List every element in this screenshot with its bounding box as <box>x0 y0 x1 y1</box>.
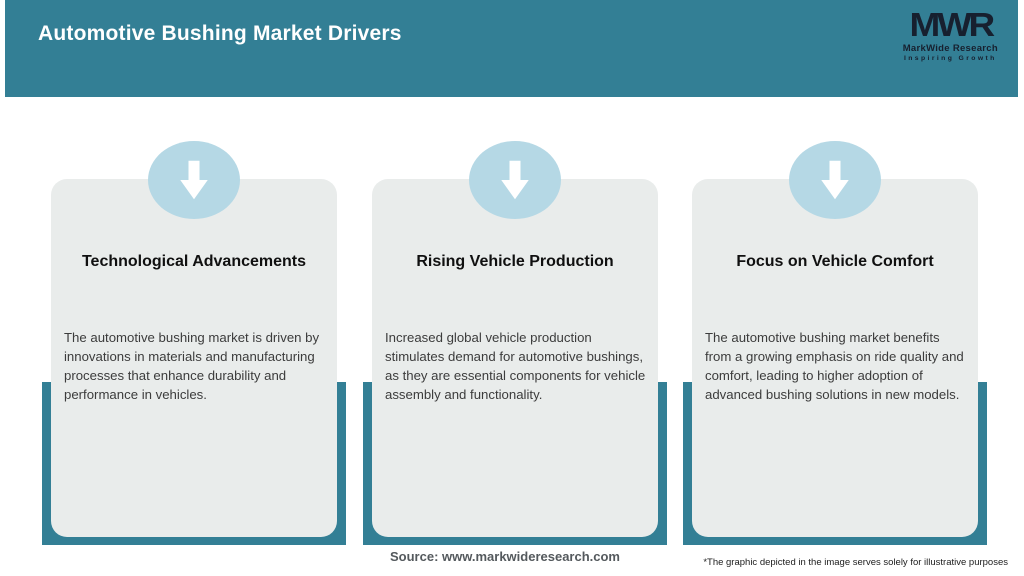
down-arrow-icon <box>469 141 561 219</box>
logo-tagline: Inspiring Growth <box>903 54 997 62</box>
logo-name: MarkWide Research <box>902 43 998 54</box>
card-title: Focus on Vehicle Comfort <box>736 253 934 270</box>
header-bar: Automotive Bushing Market Drivers MWR Ma… <box>5 0 1018 97</box>
source-attribution: Source: www.markwideresearch.com <box>389 549 621 564</box>
down-arrow-icon <box>148 141 240 219</box>
down-arrow-icon <box>789 141 881 219</box>
card-panel: Technological Advancements The automotiv… <box>51 179 337 537</box>
logo-monogram: MWR <box>909 6 995 43</box>
card-description: The automotive bushing market benefits f… <box>705 330 964 402</box>
driver-card-focus-on-vehicle-comfort: Focus on Vehicle Comfort The automotive … <box>683 141 987 545</box>
driver-card-rising-vehicle-production: Rising Vehicle Production Increased glob… <box>363 141 667 545</box>
page-title: Automotive Bushing Market Drivers <box>38 22 402 45</box>
card-title: Technological Advancements <box>81 253 307 270</box>
disclaimer-note: *The graphic depicted in the image serve… <box>703 557 1008 568</box>
card-panel: Rising Vehicle Production Increased glob… <box>372 179 658 537</box>
card-description: Increased global vehicle production stim… <box>385 330 646 402</box>
card-title: Rising Vehicle Production <box>416 253 614 270</box>
card-description: The automotive bushing market is driven … <box>64 330 320 402</box>
card-panel: Focus on Vehicle Comfort The automotive … <box>692 179 978 537</box>
driver-card-technological-advancements: Technological Advancements The automotiv… <box>42 141 346 545</box>
markwide-research-logo: MWR MarkWide Research Inspiring Growth <box>903 8 998 62</box>
